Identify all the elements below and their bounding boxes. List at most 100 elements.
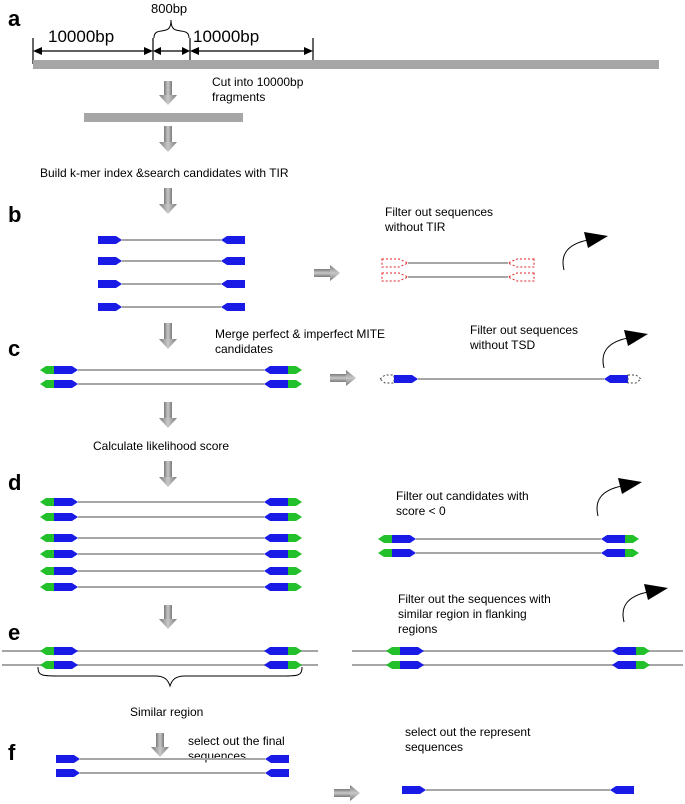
tsd-left	[40, 366, 54, 374]
final-label-line2: sequences	[188, 749, 246, 763]
flanking-candidate-group	[2, 647, 318, 669]
down-arrow-shaft	[164, 81, 172, 96]
down-arrow-head	[151, 747, 169, 757]
similar-region-label: Similar region	[130, 705, 203, 719]
represent-label-line1: select out the represent	[405, 725, 531, 739]
right-arrow	[314, 265, 340, 281]
tsd-right	[636, 661, 650, 669]
tsd-left	[40, 534, 54, 542]
tir-right	[264, 567, 288, 575]
discard-arrow-curve	[596, 485, 623, 517]
tir-left	[54, 550, 78, 558]
tsd-right	[288, 550, 302, 558]
panel-label-c: c	[8, 336, 20, 361]
down-arrow	[159, 81, 177, 105]
filter-flank-line1: Filter out the sequences with	[398, 592, 551, 606]
tir-left	[392, 535, 416, 543]
down-arrow-shaft	[156, 733, 164, 748]
right-arrow	[334, 785, 360, 801]
genome-scale	[32, 19, 314, 64]
discard-arrow	[622, 584, 668, 623]
tir-left	[98, 236, 122, 244]
tsd-right	[625, 535, 639, 543]
fragment-bar	[84, 113, 243, 122]
filter-flank-line3: regions	[398, 622, 437, 636]
discard-arrow-head	[584, 232, 608, 248]
tir-left	[54, 366, 78, 374]
tsd-right	[288, 647, 302, 655]
tir-right	[264, 550, 288, 558]
tsd-left	[40, 661, 54, 669]
sequence-element	[40, 567, 302, 575]
tsd-right	[288, 583, 302, 591]
down-arrow	[159, 323, 177, 349]
tir-right	[264, 661, 288, 669]
sequence-element	[378, 535, 639, 543]
right-arrow-head	[350, 785, 360, 801]
tir-right	[221, 280, 245, 288]
tsd-left	[40, 567, 54, 575]
tir-left	[54, 513, 78, 521]
tir-left	[54, 647, 78, 655]
tir-right	[601, 535, 625, 543]
down-arrow	[159, 402, 177, 428]
filter-tir-line1: Filter out sequences	[385, 205, 493, 219]
sequence-element	[40, 534, 302, 542]
tir-right	[612, 661, 636, 669]
similar-region-brace	[37, 666, 303, 688]
discard-arrow	[602, 330, 648, 369]
sequence-element	[40, 647, 302, 655]
tir-left	[98, 303, 122, 311]
tir-left	[54, 380, 78, 388]
tsd-right	[288, 380, 302, 388]
tir-right	[221, 236, 245, 244]
tsd-right	[288, 366, 302, 374]
down-arrow-head	[159, 142, 177, 152]
tsd-right	[288, 534, 302, 542]
filtered-flanking-candidates	[352, 647, 683, 669]
tir-right	[264, 513, 288, 521]
tsd-right	[288, 513, 302, 521]
tsd-left	[40, 513, 54, 521]
tir-left	[54, 583, 78, 591]
left-length-label: 10000bp	[48, 27, 114, 46]
final-label-line1: select out the final	[188, 734, 285, 748]
sequence-element	[386, 661, 650, 669]
down-arrow-shaft	[164, 126, 172, 143]
discard-arrow-curve	[622, 591, 649, 623]
down-arrow-head	[159, 477, 177, 487]
tir-right	[264, 534, 288, 542]
tir-left	[402, 786, 426, 794]
tsd-left	[386, 661, 400, 669]
tir-left	[54, 498, 78, 506]
tir-left	[56, 769, 80, 777]
down-arrow-shaft	[164, 323, 172, 340]
right-arrow-head	[330, 265, 340, 281]
sequence-element	[40, 498, 302, 506]
down-arrow	[159, 461, 177, 487]
filter-flank-line2: similar region in flanking	[398, 607, 527, 621]
down-arrow-head	[159, 95, 177, 105]
flow-arrows-right	[314, 265, 360, 801]
discard-arrow	[562, 232, 608, 271]
tir-right	[264, 498, 288, 506]
filter-score-line2: score < 0	[396, 504, 446, 518]
right-arrow	[330, 370, 356, 386]
tir-right	[610, 786, 634, 794]
down-arrow-shaft	[164, 402, 172, 419]
tsd-left	[40, 550, 54, 558]
sequence-element	[40, 366, 302, 374]
panel-label-f: f	[8, 740, 16, 765]
sequence-element	[40, 661, 302, 669]
tir-right	[265, 755, 289, 763]
filter-tsd-line1: Filter out sequences	[470, 323, 578, 337]
discard-arrow-head	[618, 478, 642, 494]
tir-right	[601, 549, 625, 557]
genome-bar	[33, 60, 659, 69]
sequence-element	[40, 550, 302, 558]
down-arrow	[159, 126, 177, 152]
cut-label-line2: fragments	[212, 90, 265, 104]
tsd-right	[636, 647, 650, 655]
discard-arrow-head	[624, 330, 648, 346]
sequence-element	[98, 303, 245, 311]
